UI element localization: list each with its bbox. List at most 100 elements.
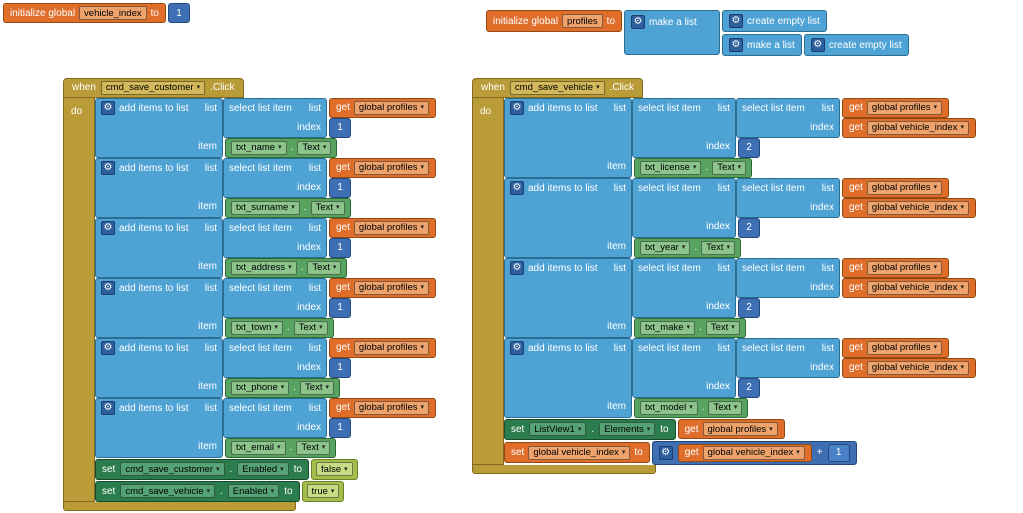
variable-dropdown[interactable]: global profiles▾ [353,280,430,295]
mutator-gear-icon[interactable]: ⚙ [101,281,115,296]
variable-dropdown[interactable]: global vehicle_index▾ [528,445,631,460]
initialize-global-block[interactable]: initialize global vehicle_index to [3,3,166,23]
variable-dropdown[interactable]: global profiles▾ [353,220,430,235]
event-component-dropdown[interactable]: cmd_save_vehicle▾ [509,80,605,95]
variable-dropdown[interactable]: global profiles▾ [353,400,430,415]
block-create-empty-list[interactable]: ⚙ create empty list [803,34,909,56]
block-math-add[interactable]: ⚙ get global vehicle_index▾ + 1 [651,440,857,465]
mutator-gear-icon[interactable]: ⚙ [101,161,115,176]
mutator-gear-icon[interactable]: ⚙ [101,401,115,416]
variable-dropdown[interactable]: global vehicle_index▾ [866,200,969,215]
block-component-property-getter[interactable]: txt_model▾.Text▾ [634,397,749,418]
event-do-spine[interactable]: do [472,97,504,465]
mutator-gear-icon[interactable]: ⚙ [729,38,744,52]
property-dropdown[interactable]: Text▾ [296,440,331,455]
mutator-gear-icon[interactable]: ⚙ [510,181,524,196]
component-dropdown[interactable]: txt_phone▾ [231,380,290,395]
block-component-property-getter[interactable]: txt_license▾.Text▾ [634,157,753,178]
mutator-gear-icon[interactable]: ⚙ [510,101,524,116]
block-number-literal[interactable]: 2 [738,217,760,238]
block-number-literal[interactable]: 2 [738,377,760,398]
block-get-variable[interactable]: get global vehicle_index▾ [677,443,812,462]
block-component-property-getter[interactable]: txt_town▾.Text▾ [225,317,334,338]
block-initialize-global-vehicle-index[interactable]: initialize global vehicle_index to 1 [3,3,190,23]
block-component-property-getter[interactable]: txt_phone▾.Text▾ [225,377,340,398]
variable-dropdown[interactable]: global profiles▾ [353,100,430,115]
event-do-spine[interactable]: do [63,97,95,502]
block-get-variable[interactable]: get global profiles▾ [677,419,785,439]
variable-dropdown[interactable]: global profiles▾ [353,340,430,355]
property-dropdown[interactable]: Text▾ [705,320,740,335]
block-create-empty-list[interactable]: ⚙ create empty list [722,10,827,32]
property-dropdown[interactable]: Text▾ [310,200,345,215]
block-component-property-getter[interactable]: txt_surname▾.Text▾ [225,197,351,218]
property-dropdown[interactable]: Text▾ [701,240,736,255]
block-number-literal[interactable]: 1 [329,417,351,438]
variable-name-field[interactable]: profiles [562,14,603,28]
boolean-dropdown[interactable]: true▾ [306,484,340,498]
component-dropdown[interactable]: txt_town▾ [231,320,283,335]
property-dropdown[interactable]: Text▾ [708,400,743,415]
mutator-gear-icon[interactable]: ⚙ [631,15,646,29]
variable-dropdown[interactable]: global profiles▾ [866,100,943,115]
block-number-literal[interactable]: 1 [329,357,351,378]
property-dropdown[interactable]: Text▾ [297,140,332,155]
property-dropdown[interactable]: Enabled▾ [237,462,289,476]
block-number-literal[interactable]: 1 [329,177,351,198]
block-set-component-property[interactable]: set cmd_save_customer▾ . Enabled▾ to [95,458,310,480]
mutator-gear-icon[interactable]: ⚙ [510,261,524,276]
block-number-literal[interactable]: 1 [827,443,850,462]
mutator-gear-icon[interactable]: ⚙ [101,101,115,116]
property-dropdown[interactable]: Text▾ [712,160,747,175]
component-dropdown[interactable]: txt_license▾ [640,160,702,175]
block-logic-boolean[interactable]: true▾ [301,480,345,502]
initialize-global-block[interactable]: initialize global profiles to [486,10,623,32]
variable-dropdown[interactable]: global profiles▾ [353,160,430,175]
block-initialize-global-profiles[interactable]: initialize global profiles to ⚙ make a l… [486,10,909,56]
property-dropdown[interactable]: Text▾ [300,380,334,395]
component-dropdown[interactable]: ListView1▾ [529,422,587,436]
block-component-property-getter[interactable]: txt_make▾.Text▾ [634,317,746,338]
component-dropdown[interactable]: cmd_save_vehicle▾ [120,484,216,498]
component-dropdown[interactable]: txt_make▾ [640,320,696,335]
property-dropdown[interactable]: Elements▾ [599,422,656,436]
block-number-literal[interactable]: 1 [329,117,351,138]
property-dropdown[interactable]: Text▾ [293,320,328,335]
component-dropdown[interactable]: txt_year▾ [640,240,691,255]
mutator-gear-icon[interactable]: ⚙ [101,341,115,356]
block-set-component-property[interactable]: set ListView1▾ . Elements▾ to [504,418,676,440]
variable-dropdown[interactable]: global profiles▾ [702,422,778,436]
block-set-component-property[interactable]: set cmd_save_vehicle▾ . Enabled▾ to [95,480,300,502]
block-number-literal[interactable]: 2 [738,137,760,158]
